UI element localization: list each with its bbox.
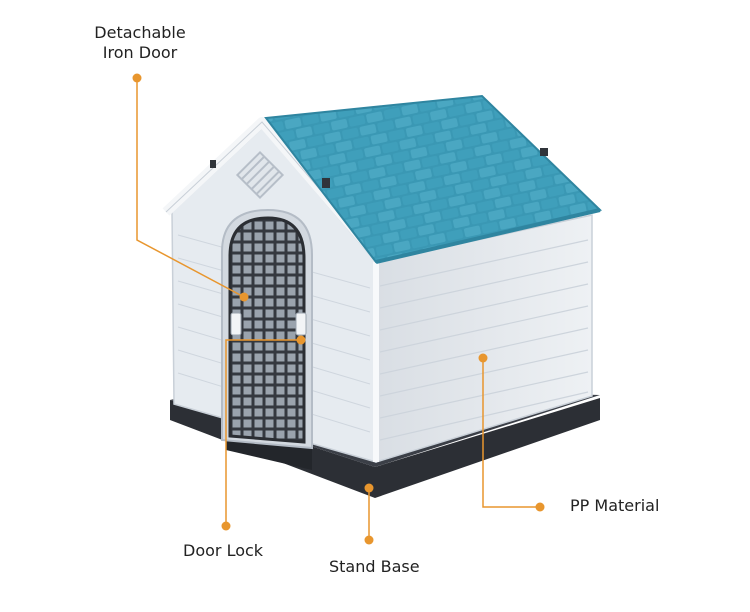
callout-stand-base: Stand Base [329,557,420,576]
callout-dot-door-top [132,73,142,83]
roof [210,94,603,264]
callout-dots [132,73,545,545]
callout-dot-pp-end [535,502,545,512]
vent-grille-icon [235,150,285,200]
door-latch-right [295,312,307,336]
callout-door-lock: Door Lock [183,541,264,560]
callout-dot-lock-end [221,521,231,531]
callout-door-line1: Detachable [94,23,186,42]
callout-door-line2: Iron Door [102,43,178,62]
callout-line-door [136,78,245,298]
callout-dot-door [239,292,249,302]
callout-dot-pp [478,353,488,363]
callout-line-pp [482,358,540,508]
callout-detachable-iron-door: Detachable Iron Door [80,23,200,63]
callout-dot-lock [296,335,306,345]
callout-line-lock [225,339,301,526]
callout-pp-material: PP Material [570,496,660,515]
side-wall [373,214,593,464]
callout-lines [136,78,540,540]
callout-dot-base-end [364,535,374,545]
callout-dot-base [364,483,374,493]
iron-door [221,208,313,450]
door-latch-left [230,312,242,336]
